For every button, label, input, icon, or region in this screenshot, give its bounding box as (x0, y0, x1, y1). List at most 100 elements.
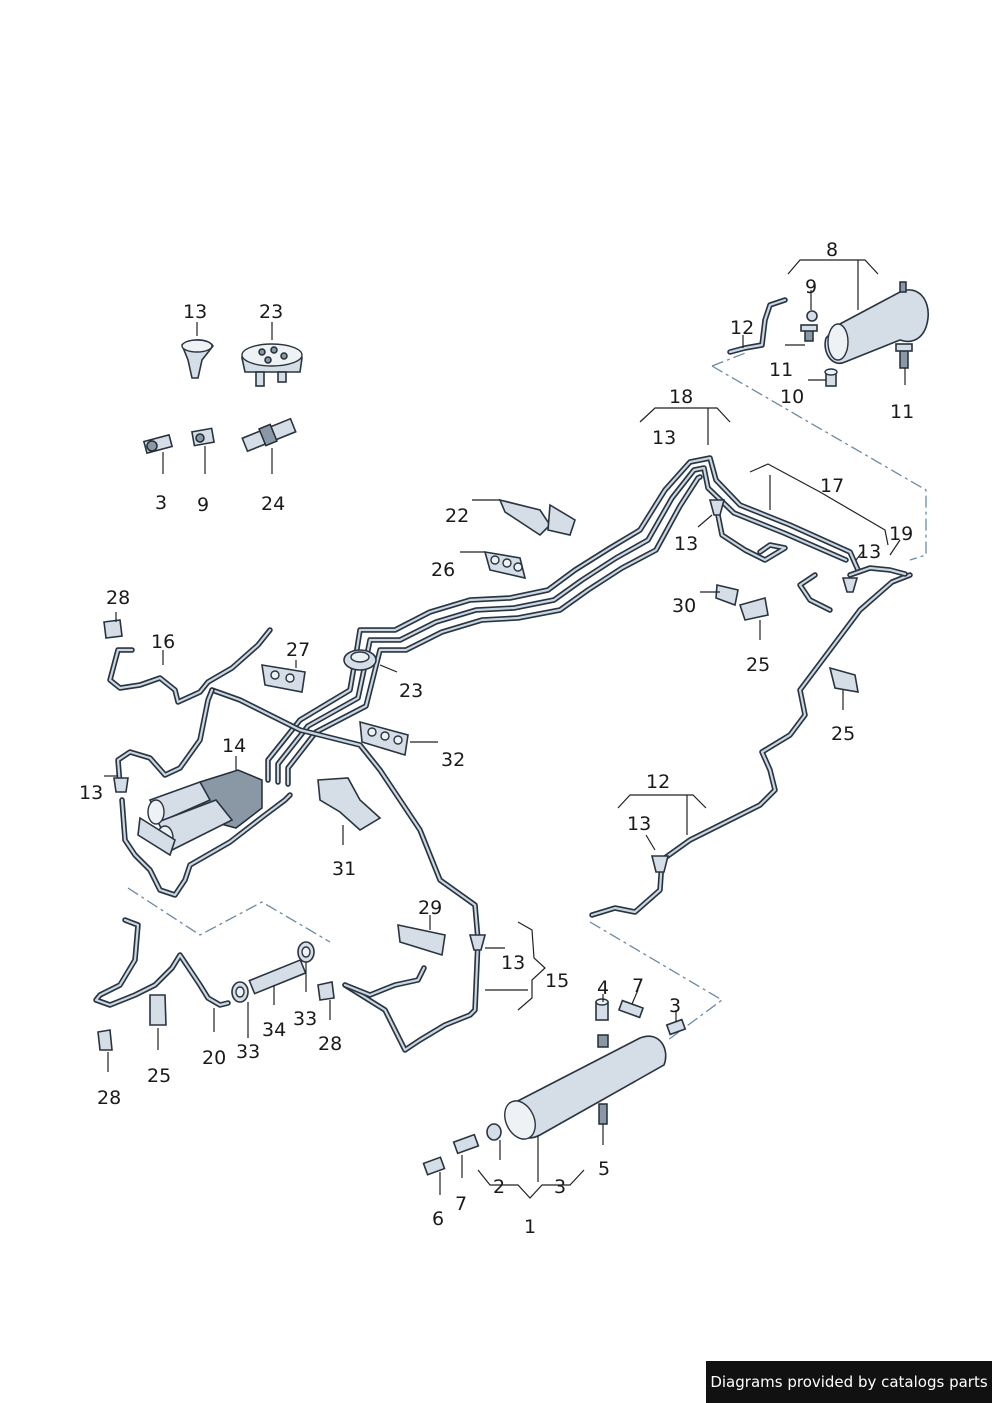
callout-label: 5 (598, 1158, 610, 1180)
callout-label: 3 (554, 1176, 566, 1198)
callout-label: 18 (669, 386, 693, 408)
callout-label: 22 (445, 505, 469, 527)
callout-label: 26 (431, 559, 455, 581)
callout-label: 29 (418, 897, 442, 919)
pressure-accumulator-bottom (504, 1034, 667, 1140)
callout-label: 13 (501, 952, 525, 974)
leader-lines (104, 259, 906, 1199)
callout-label: 1 (524, 1216, 536, 1238)
clip-icon (97, 1029, 113, 1051)
callout-label: 31 (332, 858, 356, 880)
callout-label: 23 (259, 301, 283, 323)
ring-icon (486, 1123, 502, 1141)
callout-label: 15 (545, 970, 569, 992)
callout-label: 12 (646, 771, 670, 793)
callout-label: 13 (79, 782, 103, 804)
callout-label: 10 (780, 386, 804, 408)
clip-icon (483, 550, 527, 580)
callout-label: 14 (222, 735, 246, 757)
callout-label: 4 (597, 977, 609, 999)
callout-label: 25 (746, 654, 770, 676)
fitting-icon (142, 433, 174, 455)
grommet-icon (113, 777, 129, 793)
valve-icon (452, 1133, 480, 1155)
callout-label: 13 (183, 301, 207, 323)
callout-label: 23 (399, 680, 423, 702)
callout-label: 7 (632, 975, 644, 997)
screw-icon (800, 324, 818, 342)
callout-label: 28 (106, 587, 130, 609)
callout-label: 25 (147, 1065, 171, 1087)
plug-icon (422, 1156, 446, 1176)
callout-label: 13 (857, 541, 881, 563)
callout-label: 2 (493, 1176, 505, 1198)
clip-icon (397, 923, 446, 957)
pressure-accumulator-top (824, 281, 929, 365)
clip-icon (715, 584, 739, 607)
clip-icon (828, 666, 859, 693)
grommet-plate-icon (241, 343, 303, 387)
attribution-badge: Diagrams provided by catalogs parts (706, 1361, 992, 1403)
compressor-icon (137, 769, 263, 857)
pipes (93, 297, 913, 1053)
clip-icon (738, 596, 769, 621)
clip-icon (317, 981, 335, 1001)
bracket-icon (498, 498, 576, 537)
callout-label: 33 (293, 1008, 317, 1030)
valve-cartridge-icon (241, 417, 297, 453)
sleeve-icon (248, 958, 307, 995)
plug-icon (824, 368, 838, 387)
screw-icon (895, 343, 913, 369)
callout-label: 24 (261, 493, 285, 515)
callout-label: 27 (286, 639, 310, 661)
callout-label: 8 (826, 239, 838, 261)
clip-icon (261, 664, 306, 693)
callout-label: 19 (889, 523, 913, 545)
components (97, 281, 929, 1176)
clip-icon (149, 994, 167, 1026)
callout-labels: 8 9 12 11 10 11 13 23 3 9 24 18 13 17 22… (79, 239, 914, 1238)
callout-label: 16 (151, 631, 175, 653)
fitting-icon (595, 998, 609, 1021)
callout-label: 32 (441, 749, 465, 771)
callout-label: 7 (455, 1193, 467, 1215)
callout-label: 9 (197, 494, 209, 516)
callout-label: 30 (672, 595, 696, 617)
clip-icon (359, 720, 409, 757)
grommet-icon (708, 499, 726, 516)
callout-label: 12 (730, 317, 754, 339)
fitting-icon (191, 427, 215, 447)
callout-label: 28 (97, 1087, 121, 1109)
screw-icon (598, 1103, 608, 1125)
callout-label: 33 (236, 1041, 260, 1063)
callout-label: 25 (831, 723, 855, 745)
grommet-icon (650, 855, 670, 873)
clip-icon (103, 619, 123, 639)
callout-label: 34 (262, 1019, 286, 1041)
callout-label: 13 (674, 533, 698, 555)
callout-label: 20 (202, 1047, 226, 1069)
callout-label: 3 (155, 492, 167, 514)
screw-icon (665, 1018, 687, 1036)
grommet-icon (841, 577, 859, 593)
callout-label: 3 (669, 995, 681, 1017)
attribution-text: Diagrams provided by catalogs parts (710, 1373, 988, 1391)
callout-label: 13 (627, 813, 651, 835)
grommet-icon (181, 339, 214, 379)
main-pipe-bundle (265, 455, 861, 787)
grommet-icon (343, 649, 377, 671)
screw-icon (617, 999, 645, 1019)
ring-icon (231, 981, 249, 1003)
ring-icon (297, 941, 315, 963)
callout-label: 6 (432, 1208, 444, 1230)
callout-label: 13 (652, 427, 676, 449)
callout-label: 17 (820, 475, 844, 497)
bracket-icon (317, 777, 382, 831)
grommet-icon (468, 934, 487, 951)
callout-label: 9 (805, 276, 817, 298)
callout-label: 28 (318, 1033, 342, 1055)
callout-label: 11 (769, 359, 793, 381)
callout-label: 11 (890, 401, 914, 423)
valve-icon (806, 310, 818, 322)
